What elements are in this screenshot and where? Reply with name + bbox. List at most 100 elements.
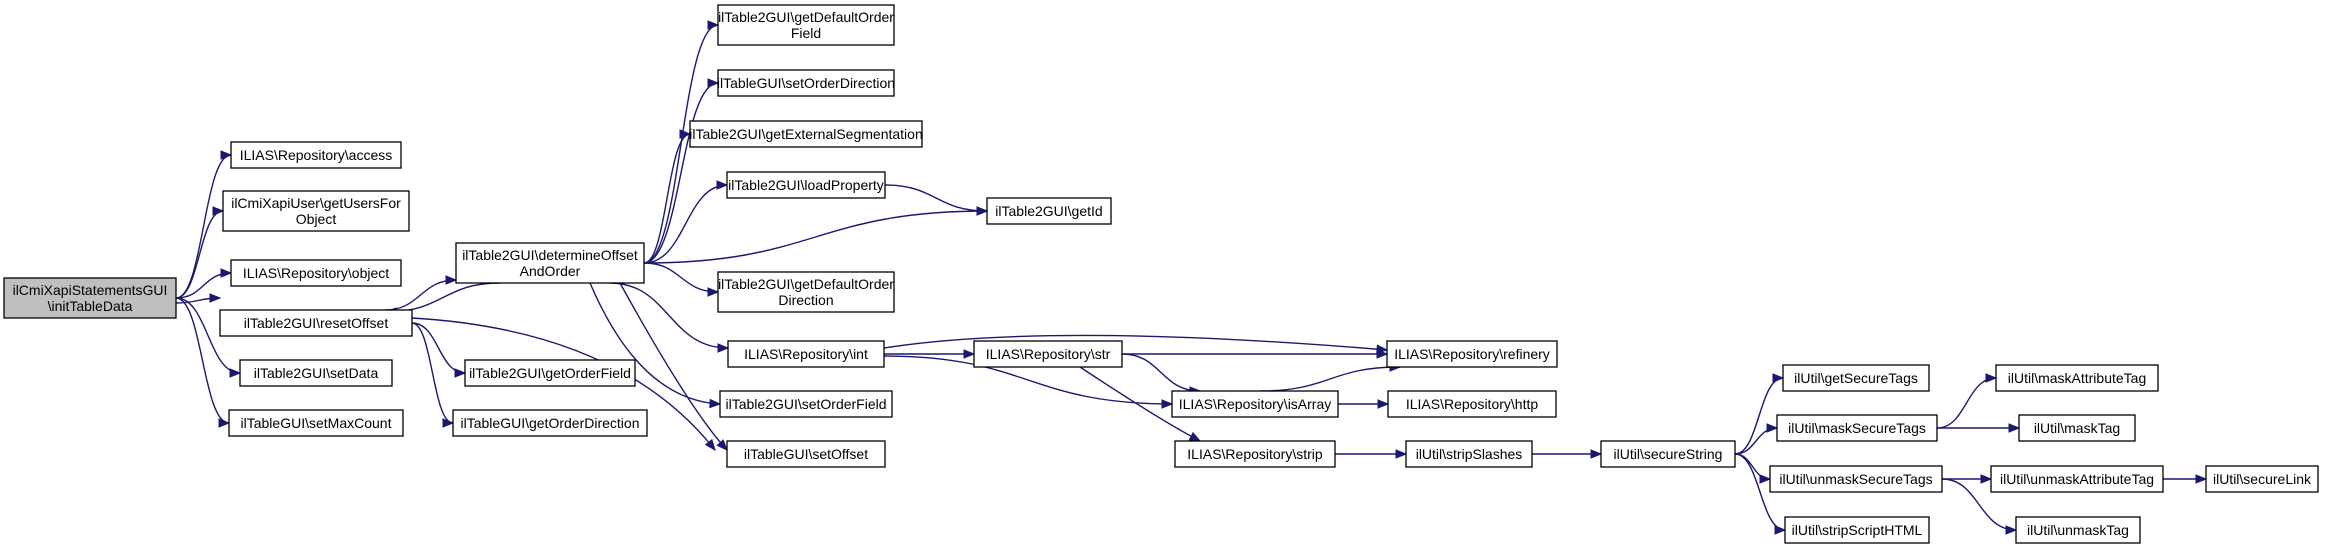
graph-node[interactable]: ILIAS\Repository\int [727, 340, 885, 368]
graph-edge [1079, 366, 1202, 442]
arrowhead-icon [716, 180, 729, 190]
node-label: ilTable2GUI\setData [254, 365, 379, 381]
edge-line [1121, 353, 1201, 392]
node-label: ilTableGUI\getOrderDirection [461, 415, 640, 431]
graph-node[interactable]: ilTable2GUI\loadProperty [726, 171, 886, 199]
graph-node[interactable]: ILIAS\Repository\isArray [1171, 390, 1339, 418]
graph-edge [643, 180, 729, 264]
graph-node[interactable]: ilTable2GUI\setOrderField [719, 390, 893, 418]
arrowhead-icon [1766, 423, 1779, 433]
graph-edge [175, 297, 231, 428]
edge-line [1734, 453, 1771, 480]
node-box [719, 390, 893, 418]
edge-line [883, 334, 1388, 351]
graph-node[interactable]: ilTableGUI\setOffset [726, 440, 886, 468]
graph-edge [175, 293, 222, 304]
node-label: ilUtil\maskTag [2034, 420, 2120, 436]
graph-edge [1936, 373, 1998, 429]
node-label: ILIAS\Repository\object [243, 265, 389, 281]
arrowhead-icon [454, 368, 467, 378]
graph-node[interactable]: ilUtil\maskSecureTags [1776, 414, 1938, 442]
arrowhead-icon [209, 293, 222, 303]
graph-node[interactable]: ILIAS\Repository\object [230, 259, 402, 287]
graph-edge [643, 262, 720, 297]
arrowhead-icon [1161, 399, 1174, 409]
graph-node[interactable]: ilUtil\unmaskTag [2015, 516, 2141, 544]
graph-node[interactable]: ILIAS\Repository\http [1387, 390, 1557, 418]
node-label: ilTableGUI\setOrderDirection [717, 75, 895, 91]
node-box [230, 141, 402, 169]
node-box [2018, 414, 2136, 442]
node-box [1405, 440, 1533, 468]
graph-edge [643, 129, 692, 264]
graph-edge [175, 297, 242, 378]
graph-edge [883, 355, 1174, 409]
node-box [1990, 465, 2164, 493]
node-label: Direction [778, 292, 833, 308]
graph-node[interactable]: ilUtil\stripScriptHTML [1784, 516, 1930, 544]
graph-node[interactable]: ilTableGUI\getOrderDirection [452, 409, 648, 437]
node-label: ilUtil\maskSecureTags [1788, 420, 1926, 436]
arrowhead-icon [963, 349, 976, 359]
node-label: ilUtil\stripScriptHTML [1792, 522, 1923, 538]
graph-node[interactable]: ilUtil\maskAttributeTag [1995, 364, 2159, 392]
node-box [689, 120, 923, 148]
graph-node[interactable]: ilTable2GUI\getOrderField [464, 359, 636, 387]
edge-line [1941, 478, 2017, 531]
graph-edge [643, 206, 989, 264]
node-label: ilUtil\secureLink [2213, 471, 2312, 487]
node-label: Field [791, 25, 821, 41]
node-label: ilTable2GUI\getDefaultOrder [718, 9, 894, 25]
graph-node[interactable]: ilTable2GUI\getExternalSegmentation [689, 120, 923, 148]
node-box [1386, 340, 1558, 368]
graph-node[interactable]: ilUtil\stripSlashes [1405, 440, 1533, 468]
graph-edge [1734, 423, 1779, 455]
arrowhead-icon [1772, 373, 1785, 383]
graph-edge [175, 206, 225, 299]
node-label: ilTable2GUI\determineOffset [462, 247, 638, 263]
node-box [1171, 390, 1339, 418]
node-box [239, 359, 393, 387]
graph-node[interactable]: ilTableGUI\setOrderDirection [717, 69, 895, 97]
graph-edge [1734, 373, 1785, 455]
graph-edge [1734, 453, 1772, 484]
arrowhead-icon [709, 398, 722, 409]
graph-node[interactable]: ilTable2GUI\setData [239, 359, 393, 387]
arrowhead-icon [1376, 349, 1389, 359]
arrowhead-icon [2008, 423, 2021, 433]
graph-node[interactable]: ILIAS\Repository\refinery [1386, 340, 1558, 368]
nodes-layer: ilCmiXapiStatementsGUI\initTableDataILIA… [3, 4, 2319, 544]
arrowhead-icon [220, 268, 233, 278]
graph-node[interactable]: ilTable2GUI\resetOffset [219, 309, 413, 337]
graph-edge [1941, 478, 2018, 535]
node-label: ilUtil\secureString [1614, 446, 1723, 462]
graph-node[interactable]: ilUtil\secureString [1600, 440, 1736, 468]
node-box [986, 197, 1112, 225]
graph-node[interactable]: ILIAS\Repository\strip [1174, 440, 1336, 468]
arrowhead-icon [707, 287, 720, 297]
graph-node[interactable]: ilUtil\maskTag [2018, 414, 2136, 442]
graph-node[interactable]: ilUtil\secureLink [2205, 465, 2319, 493]
graph-node[interactable]: ilCmiXapiStatementsGUI\initTableData [3, 277, 177, 319]
edge-line [385, 282, 501, 313]
arrowhead-icon [2005, 525, 2018, 535]
graph-node[interactable]: ilUtil\getSecureTags [1782, 364, 1930, 392]
edges-layer [175, 20, 2208, 535]
graph-node[interactable]: ilUtil\unmaskSecureTags [1769, 465, 1943, 493]
node-box [1782, 364, 1930, 392]
graph-node[interactable]: ilTableGUI\setMaxCount [228, 409, 404, 437]
graph-node[interactable]: ilTable2GUI\getId [986, 197, 1112, 225]
node-box [1387, 390, 1557, 418]
node-label: ILIAS\Repository\http [1406, 396, 1539, 412]
node-label: ilTable2GUI\getId [995, 203, 1102, 219]
edge-line [884, 184, 988, 212]
graph-node[interactable]: ilUtil\unmaskAttributeTag [1990, 465, 2164, 493]
graph-node[interactable]: ILIAS\Repository\str [973, 340, 1123, 368]
edge-line [589, 282, 721, 405]
graph-node[interactable]: ILIAS\Repository\access [230, 141, 402, 169]
arrowhead-icon [707, 20, 720, 30]
